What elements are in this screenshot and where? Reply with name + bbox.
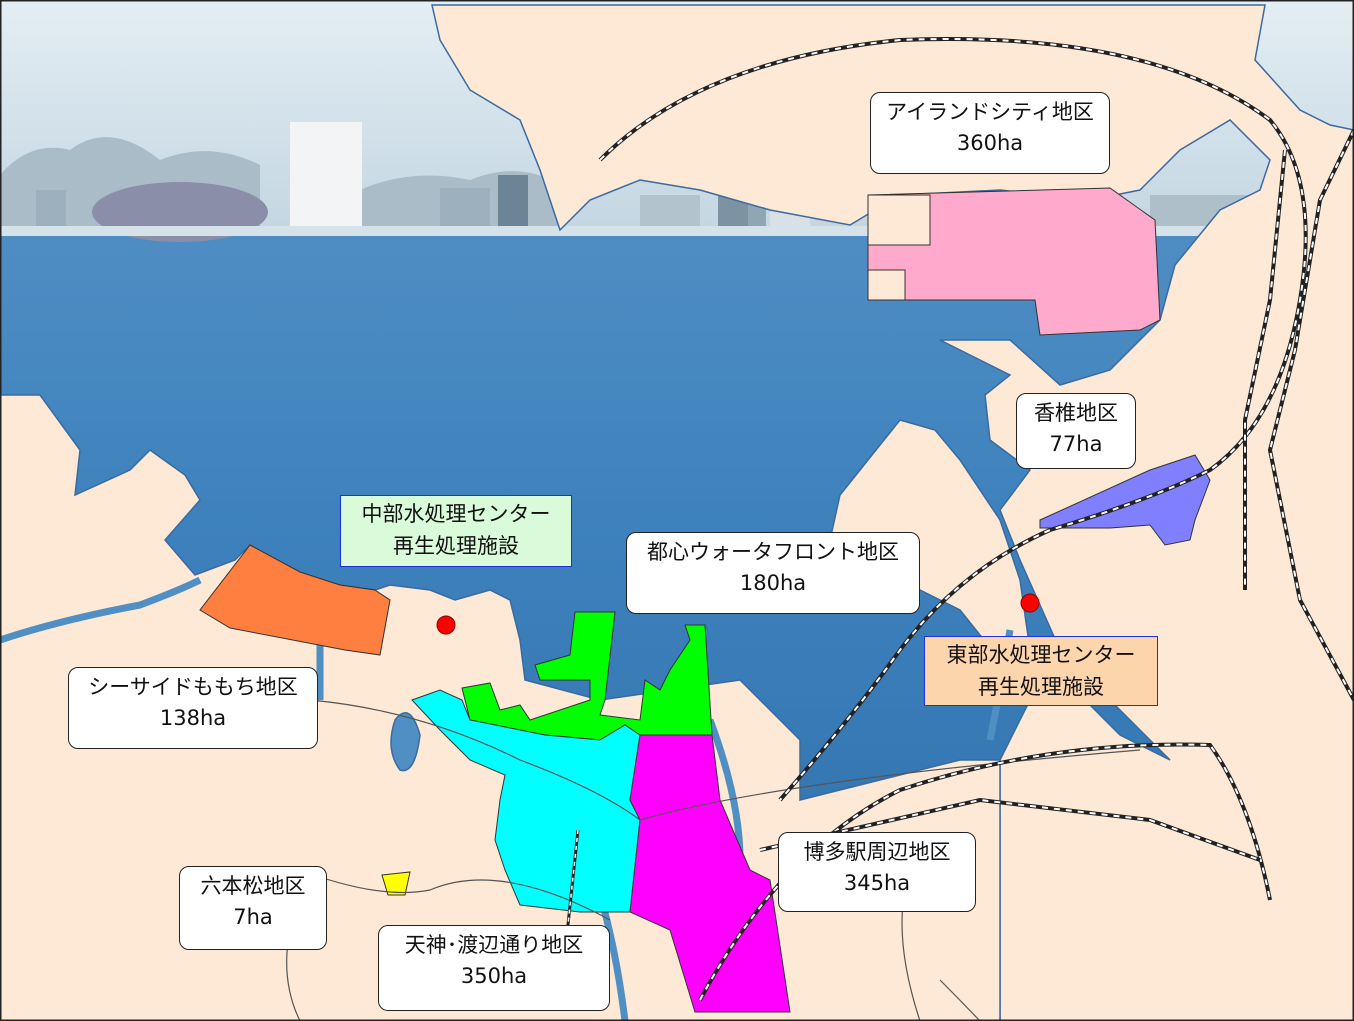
label-island-city: アイランドシティ地区 360ha — [870, 92, 1110, 174]
label-area: 138ha — [159, 706, 227, 730]
label-area: 77ha — [1049, 432, 1103, 456]
label-name: 都心ウォータフロント地区 — [647, 540, 899, 564]
label-name: 六本松地区 — [200, 874, 306, 898]
label-name: シーサイドももち地区 — [88, 675, 298, 699]
facility-line2: 再生処理施設 — [978, 675, 1104, 699]
label-name: 香椎地区 — [1034, 401, 1118, 425]
label-name: 博多駅周辺地区 — [803, 840, 951, 864]
district-areas — [199, 187, 1211, 1013]
label-chubu-facility: 中部水処理センター 再生処理施設 — [340, 495, 572, 567]
label-name: 天神･渡辺通り地区 — [404, 933, 584, 957]
label-ropponmatsu: 六本松地区 7ha — [179, 866, 327, 950]
label-area: 350ha — [460, 964, 528, 988]
land-island-city — [431, 4, 1354, 1021]
area-momochi — [199, 544, 391, 656]
railways — [558, 37, 1354, 1001]
area-kashii — [1039, 454, 1211, 546]
label-area: 360ha — [956, 131, 1024, 155]
label-area: 7ha — [233, 905, 273, 929]
label-kashii: 香椎地区 77ha — [1016, 393, 1136, 469]
facility-line2: 再生処理施設 — [393, 534, 519, 558]
label-tobu-facility: 東部水処理センター 再生処理施設 — [924, 636, 1158, 706]
label-momochi: シーサイドももち地区 138ha — [68, 667, 318, 749]
island-pond — [390, 712, 421, 772]
tobu-facility-marker — [1020, 593, 1040, 613]
label-area: 345ha — [843, 871, 911, 895]
area-ropponmatsu — [381, 871, 411, 896]
label-hakata: 博多駅周辺地区 345ha — [778, 832, 976, 912]
facility-line1: 東部水処理センター — [946, 643, 1136, 667]
label-area: 180ha — [739, 571, 807, 595]
area-hakata — [629, 734, 791, 1013]
facility-line1: 中部水処理センター — [361, 502, 551, 526]
label-waterfront: 都心ウォータフロント地区 180ha — [626, 532, 920, 614]
chubu-facility-marker — [436, 615, 456, 635]
label-tenjin: 天神･渡辺通り地区 350ha — [378, 925, 610, 1011]
area-island-city-blank — [867, 194, 931, 301]
hotel-tower — [290, 122, 362, 232]
label-name: アイランドシティ地区 — [886, 100, 1094, 124]
